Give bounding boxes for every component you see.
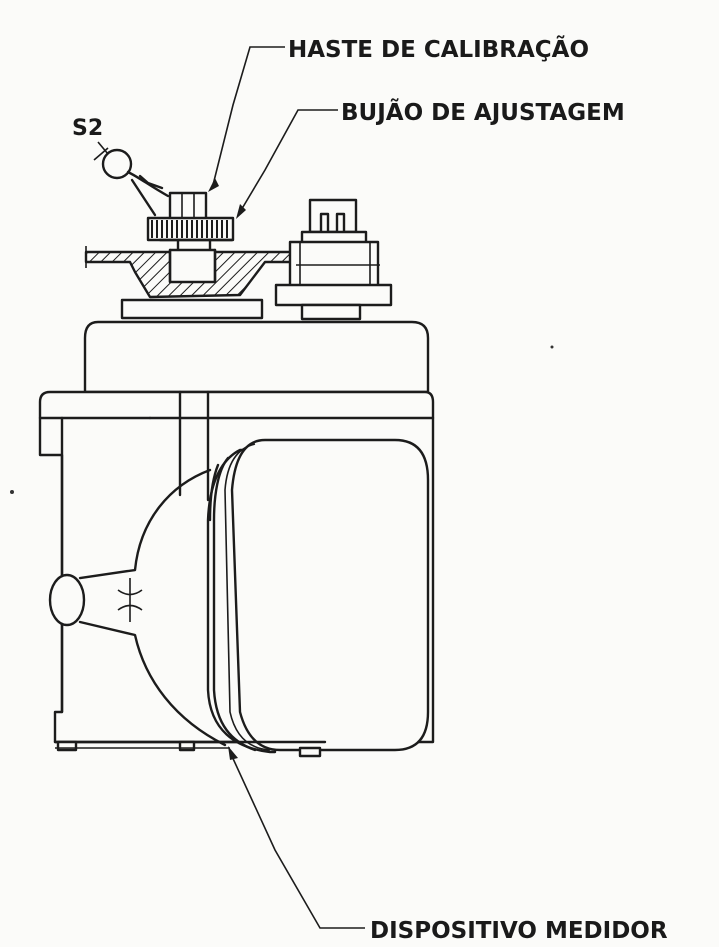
scan-speck — [550, 345, 554, 349]
upper-housing — [83, 320, 430, 394]
scan-speck — [10, 490, 14, 494]
measuring-capsule — [206, 438, 430, 754]
leader-dispositivo — [228, 746, 365, 929]
inlet-cone — [48, 468, 227, 747]
cover-section — [84, 246, 302, 299]
label-bujao-ajustagem: BUJÃO DE AJUSTAGEM — [341, 98, 625, 126]
terminal-connector — [274, 198, 393, 321]
base-feet — [53, 740, 327, 758]
leader-haste — [208, 46, 285, 192]
label-s2: S2 — [72, 116, 103, 141]
base-plate — [120, 298, 264, 320]
label-haste-calibracao: HASTE DE CALIBRAÇÃO — [288, 35, 589, 63]
label-dispositivo-medidor: DISPOSITIVO MEDIDOR — [370, 918, 668, 944]
leader-bujao — [236, 109, 338, 219]
calibration-knob — [146, 191, 235, 252]
s2-lever — [93, 141, 170, 217]
